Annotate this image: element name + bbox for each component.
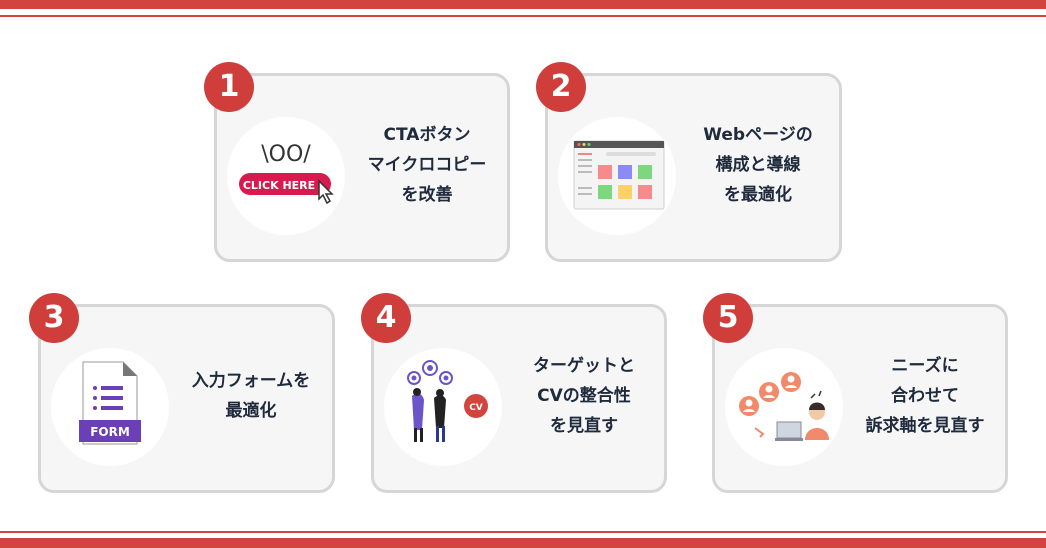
card-1: \OO/ CLICK HERE CTAボタン マイクロコピー を改善 (214, 73, 510, 262)
top-rule (0, 15, 1046, 17)
badge-3: 3 (29, 293, 79, 343)
form-text: FORM (90, 425, 130, 439)
click-here-text: CLICK HERE (243, 179, 315, 192)
cv-badge-text: CV (469, 403, 483, 413)
webpage-layout-icon (558, 117, 676, 235)
card-5-label: ニーズに 合わせて 訴求軸を見直す (865, 356, 985, 436)
card-3: FORM 入力フォームを 最適化 (38, 304, 335, 493)
svg-text:\OO/: \OO/ (261, 142, 311, 167)
card-2-label: Webページの 構成と導線 を最適化 (703, 125, 813, 205)
badge-5: 5 (703, 293, 753, 343)
top-band (0, 0, 1046, 9)
target-people-icon: CV (384, 348, 502, 466)
badge-4: 4 (361, 293, 411, 343)
card-2: Webページの 構成と導線 を最適化 (545, 73, 842, 262)
bottom-band (0, 538, 1046, 548)
card-4: CV ターゲットと CVの整合性 を見直す (371, 304, 667, 493)
card-4-label: ターゲットと CVの整合性 を見直す (533, 356, 635, 436)
badge-2: 2 (536, 62, 586, 112)
form-document-icon: FORM (51, 348, 169, 466)
customer-needs-icon (725, 348, 843, 466)
card-3-label: 入力フォームを 最適化 (191, 371, 311, 421)
bottom-rule (0, 531, 1046, 533)
card-5: ニーズに 合わせて 訴求軸を見直す (712, 304, 1008, 493)
click-here-button-icon: \OO/ CLICK HERE (227, 117, 345, 235)
card-1-label: CTAボタン マイクロコピー を改善 (367, 125, 487, 205)
badge-1: 1 (204, 62, 254, 112)
